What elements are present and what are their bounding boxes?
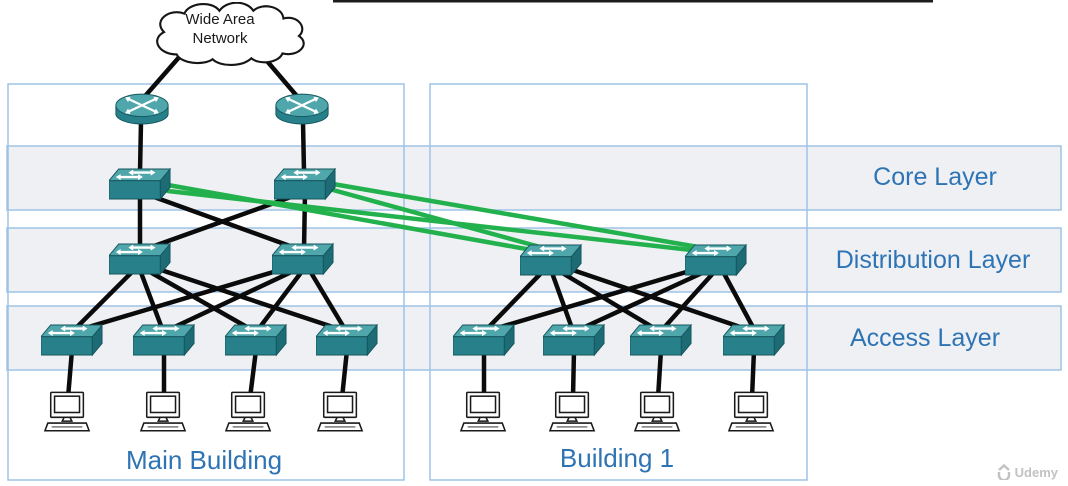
core-switch-2 bbox=[274, 168, 336, 200]
pc-main-2 bbox=[140, 391, 186, 432]
pc-b1-2 bbox=[549, 391, 595, 432]
green-links bbox=[165, 181, 707, 255]
access-switch-main-2 bbox=[133, 324, 195, 356]
wan-cloud-icon bbox=[156, 2, 305, 67]
access-switch-main-3 bbox=[225, 324, 287, 356]
distribution-switch-b1-2 bbox=[685, 244, 747, 276]
access-switch-main-1 bbox=[41, 324, 103, 356]
udemy-watermark: Udemy bbox=[997, 464, 1058, 480]
pc-main-4 bbox=[317, 391, 363, 432]
pc-main-1 bbox=[44, 391, 90, 432]
distribution-switch-main-2 bbox=[272, 243, 334, 275]
building1-box bbox=[429, 83, 808, 481]
udemy-logo-icon bbox=[997, 464, 1010, 480]
router-2 bbox=[275, 93, 329, 125]
top-edge-artifact bbox=[333, 0, 933, 3]
main-building-box bbox=[7, 83, 405, 481]
distribution-switch-b1-1 bbox=[520, 244, 582, 276]
access-switch-main-4 bbox=[316, 324, 378, 356]
access-switch-b1-2 bbox=[543, 324, 605, 356]
access-switch-b1-3 bbox=[630, 324, 692, 356]
pc-main-3 bbox=[225, 391, 271, 432]
core-layer-band bbox=[6, 145, 1062, 211]
pc-b1-1 bbox=[460, 391, 506, 432]
core-switch-1 bbox=[109, 168, 171, 200]
udemy-watermark-text: Udemy bbox=[1014, 464, 1058, 480]
pc-b1-3 bbox=[634, 391, 680, 432]
router-1 bbox=[115, 93, 169, 125]
distribution-switch-main-1 bbox=[109, 243, 171, 275]
access-switch-b1-1 bbox=[453, 324, 515, 356]
pc-b1-4 bbox=[728, 391, 774, 432]
access-switch-b1-4 bbox=[723, 324, 785, 356]
